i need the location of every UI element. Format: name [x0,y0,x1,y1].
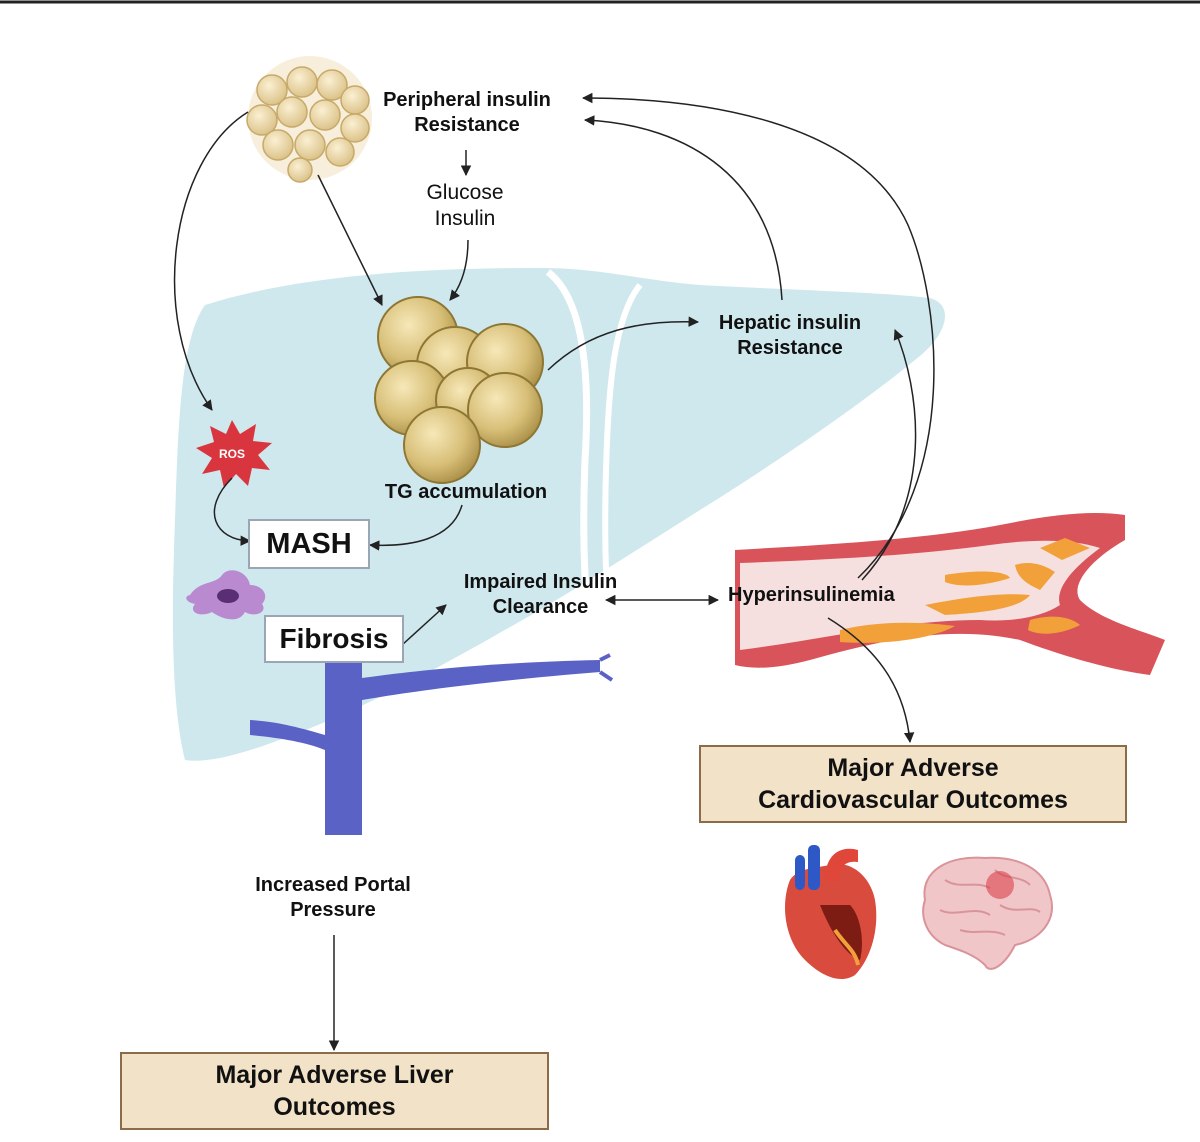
blood-vessel [735,513,1165,675]
arrow-tg-to-hepatic [547,316,700,371]
lipid-droplets [374,296,544,484]
arrow-hyper-to-hepatic [861,329,917,581]
ros-burst [196,420,272,488]
arrow-ros-to-mash [213,477,252,546]
arrow-hepatic-to-peripheral [583,115,783,301]
portal-vein [250,653,614,835]
arrow-tg-to-mash [368,504,463,551]
stellate-cell [186,570,266,620]
heart-icon [785,845,877,980]
fibrosis-label: Fibrosis [279,623,389,654]
arrow-hyper-to-peripheral [581,92,935,579]
mash-label: MASH [266,528,352,560]
liver-groove [545,269,594,631]
hyperinsulinemia-label: Hyperinsulinemia [728,584,895,606]
arrow-fibrosis-to-impaired [401,604,447,646]
arrow-hyper-to-cardio [827,617,915,744]
adipocyte-cluster [246,56,372,183]
liver-groove-2 [602,283,643,626]
arrow-adipocyte-to-ros [173,111,249,411]
tg-accumulation-label: TG accumulation [384,481,548,503]
mash-box: MASH [248,519,370,569]
arrow-adipocyte-to-tg [317,174,383,306]
arrow-glucose-to-tg [449,239,469,301]
ros-label: ROS [219,447,245,461]
brain-icon [922,856,1053,970]
fibrosis-box: Fibrosis [264,615,404,663]
